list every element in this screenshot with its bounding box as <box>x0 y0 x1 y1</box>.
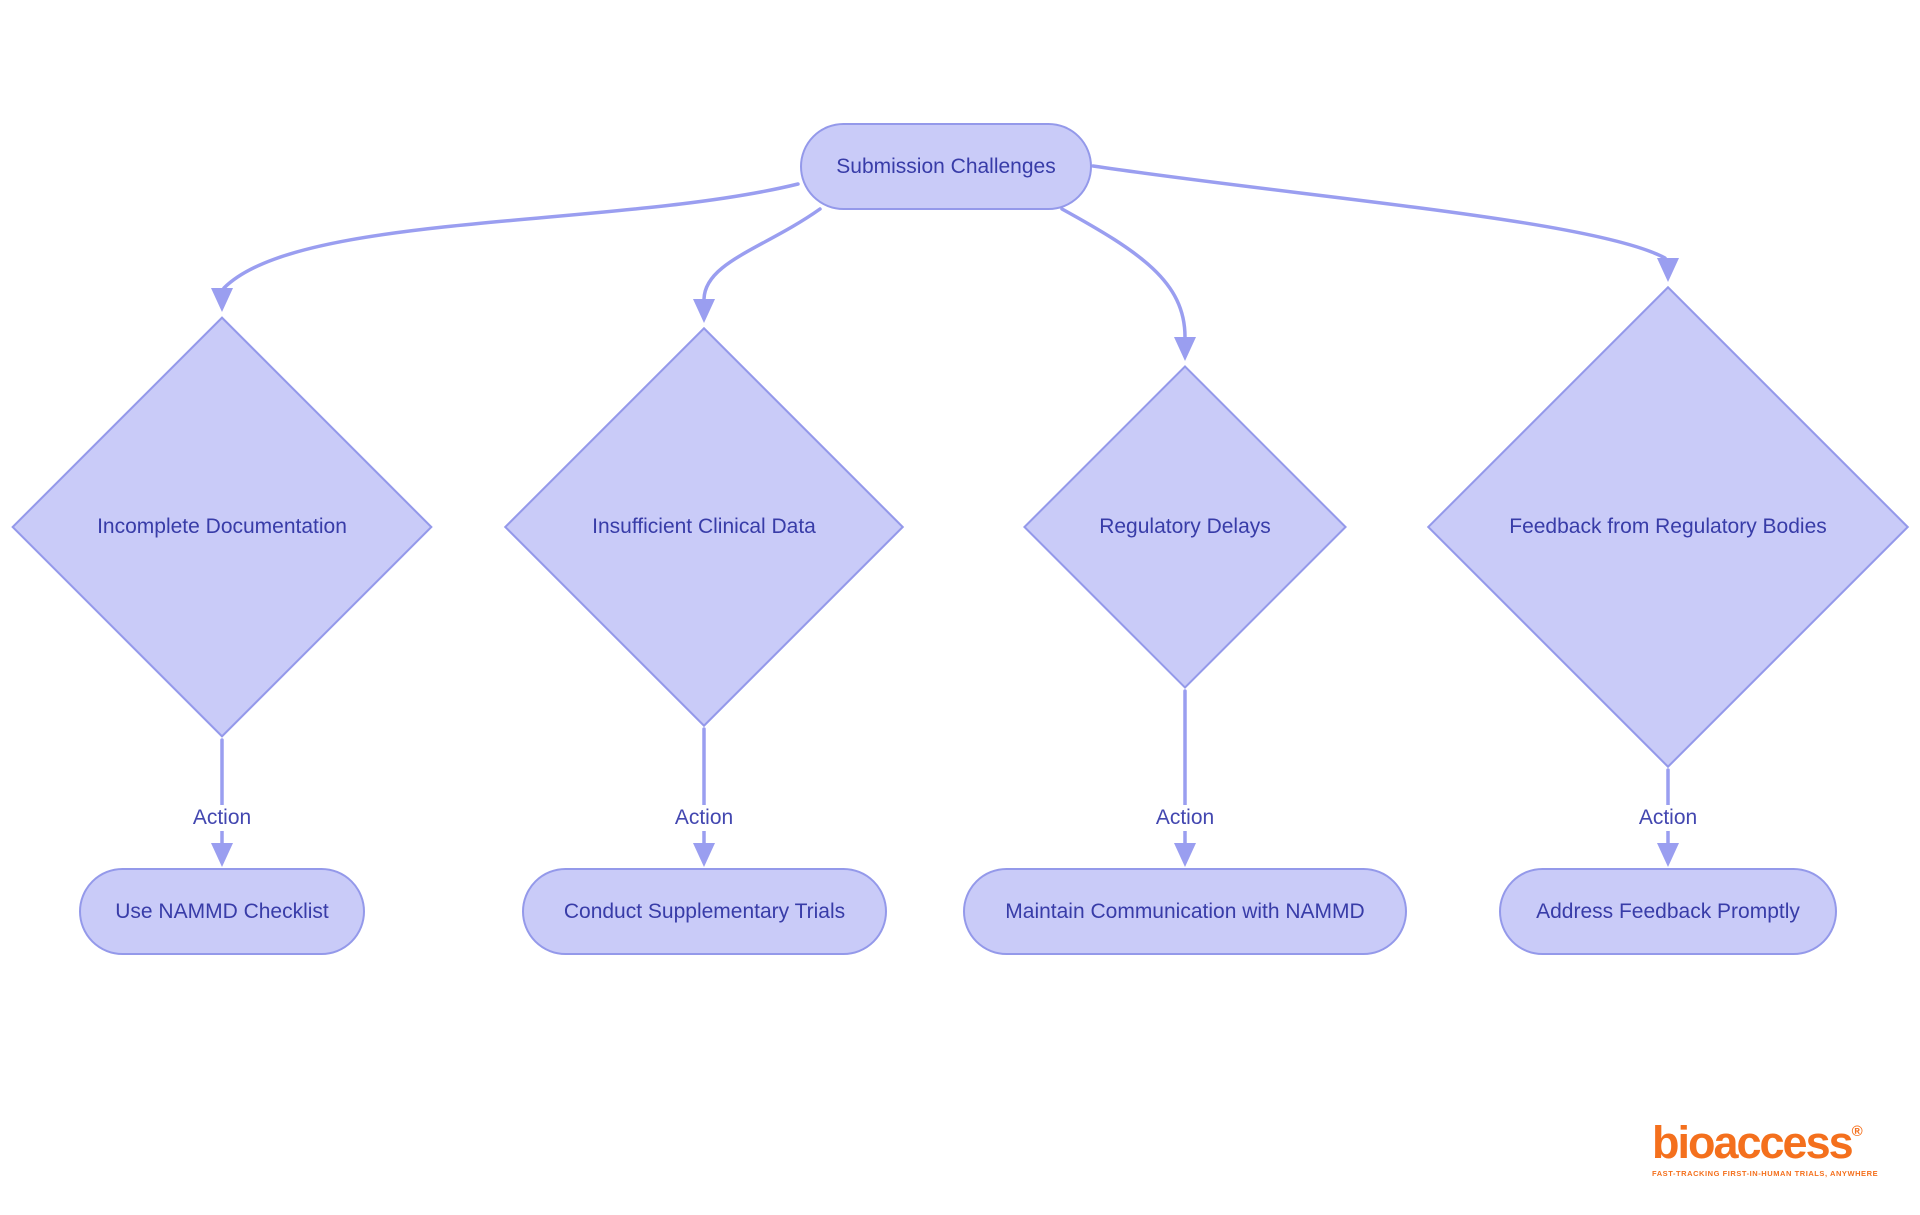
arrowhead-diamond-3 <box>1174 337 1196 361</box>
edge-root-to-incomplete-documentation <box>222 182 800 290</box>
edge-curves <box>220 164 1670 846</box>
arrowheads <box>211 258 1679 867</box>
node-address-feedback-promptly: Address Feedback Promptly <box>1499 868 1837 955</box>
node-use-nammd-checklist: Use NAMMD Checklist <box>79 868 365 955</box>
arrowhead-stadium-4 <box>1657 843 1679 867</box>
arrowhead-stadium-1 <box>211 843 233 867</box>
arrowhead-diamond-2 <box>693 299 715 323</box>
bioaccess-logo: bioaccess® FAST-TRACKING FIRST-IN-HUMAN … <box>1652 1118 1882 1178</box>
diamond-label-regulatory-delays: Regulatory Delays <box>1099 515 1271 538</box>
arrowhead-stadium-2 <box>693 843 715 867</box>
node-conduct-supplementary-trials: Conduct Supplementary Trials <box>522 868 887 955</box>
arrowhead-stadium-3 <box>1174 843 1196 867</box>
edge-root-to-regulatory-delays <box>1060 207 1187 339</box>
edge-label-action-3: Action <box>1147 805 1223 831</box>
arrowhead-diamond-4 <box>1657 258 1679 282</box>
logo-tagline: FAST-TRACKING FIRST-IN-HUMAN TRIALS, ANY… <box>1652 1168 1879 1178</box>
edge-label-action-2: Action <box>666 805 742 831</box>
logo-wordmark: bioaccess® <box>1652 1117 1863 1168</box>
diamond-label-incomplete-documentation: Incomplete Documentation <box>97 515 347 538</box>
node-submission-challenges: Submission Challenges <box>800 123 1092 210</box>
node-label: Submission Challenges <box>836 154 1056 178</box>
edge-root-to-insufficient-clinical-data <box>702 207 822 301</box>
registered-trademark-icon: ® <box>1851 1123 1863 1140</box>
diamond-label-feedback-regulatory-bodies: Feedback from Regulatory Bodies <box>1509 515 1827 538</box>
edge-root-to-feedback <box>1091 164 1667 260</box>
node-maintain-communication-nammd: Maintain Communication with NAMMD <box>963 868 1407 955</box>
diamond-label-insufficient-clinical-data: Insufficient Clinical Data <box>592 515 816 538</box>
edge-label-action-4: Action <box>1630 805 1706 831</box>
arrowhead-diamond-1 <box>211 288 233 312</box>
edge-label-action-1: Action <box>184 805 260 831</box>
